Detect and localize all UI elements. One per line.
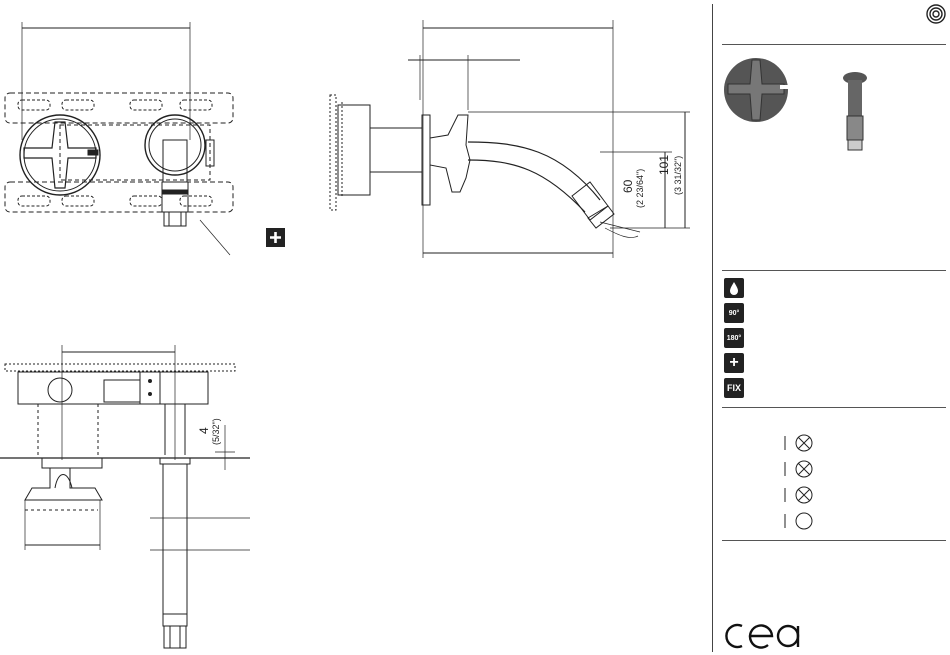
dim-spout-height-in: (2 23/64") (635, 169, 645, 208)
side-view (330, 20, 690, 258)
water-drop-icon-row (724, 278, 744, 298)
dim-flange-mm: 4 (197, 427, 211, 434)
rotation-90-icon: 90° (724, 303, 744, 323)
plus-icon: + (724, 353, 744, 373)
front-view (5, 22, 233, 255)
dim-spout-height-mm: 60 (621, 179, 635, 193)
info-panel: 90° 180° + FIX (712, 0, 950, 655)
fix-icon: FIX (724, 378, 744, 398)
rotation-90-icon-row: 90° (724, 303, 744, 323)
separator (722, 540, 946, 541)
spout-thumbnail (840, 70, 870, 160)
separator (722, 407, 946, 408)
separator (722, 270, 946, 271)
fix-icon-row: FIX (724, 378, 744, 398)
panel-divider (712, 4, 713, 652)
water-drop-icon (724, 278, 744, 298)
dim-total-height-mm: 101 (657, 155, 671, 175)
rotation-180-icon: 180° (724, 328, 744, 348)
technical-drawing: 60 (2 23/64") 101 (3 31/32") 4 (5/32") (0, 0, 712, 655)
dim-flange-in: (5/32") (211, 418, 221, 445)
bottom-view (0, 345, 250, 648)
plus-icon-row: + (724, 353, 744, 373)
finish-options (782, 430, 822, 530)
rotation-180-icon-row: 180° (724, 328, 744, 348)
brand-logo (722, 618, 812, 652)
handle-thumbnail (722, 52, 792, 132)
separator (722, 44, 946, 45)
dim-total-height-in: (3 31/32") (673, 156, 683, 195)
target-icon (926, 4, 946, 24)
